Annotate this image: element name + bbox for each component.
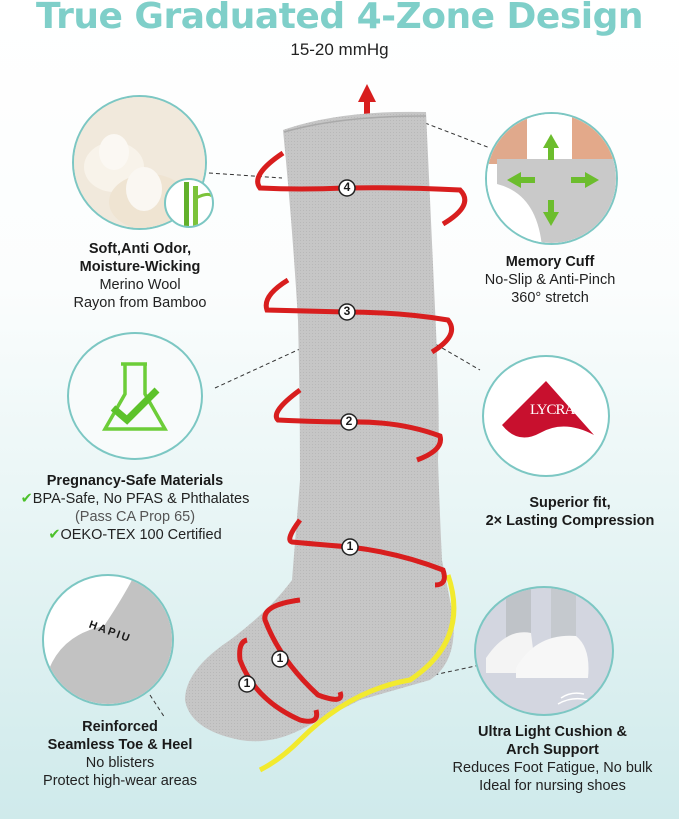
feature-lycra: Superior fit, 2× Lasting Compression [460,494,679,530]
zone-2-badge: 2 [345,414,353,428]
cuff-heading: Memory Cuff [505,254,595,270]
feature-materials: Soft,Anti Odor, Moisture-Wicking Merino … [40,240,240,312]
zone-3-badge: 3 [343,304,351,318]
compression-level: 15-20 mmHg [290,40,389,59]
lycra-logo-icon [502,381,594,438]
safety-badge [67,332,203,460]
toe-heading-2: Seamless Toe & Heel [47,737,193,753]
materials-desc-2: Rayon from Bamboo [73,295,207,311]
toe-desc-2: Protect high-wear areas [43,773,197,789]
zone-1-toe-badge: 1 [243,676,251,690]
leader-lines [149,117,491,719]
safety-item-1: BPA-Safe, No PFAS & Phthalates [32,491,250,507]
merino-wool-photo [72,95,207,230]
nursing-shoes-photo [474,586,614,716]
up-arrow-icon [358,84,376,114]
zone-1-foot-badge: 1 [276,651,284,665]
feature-cushion: Ultra Light Cushion & Arch Support Reduc… [425,723,679,795]
flask-check-icon [101,362,169,431]
feature-safety: Pregnancy-Safe Materials ✔BPA-Safe, No P… [0,472,270,544]
toe-icon [44,576,172,704]
safety-heading: Pregnancy-Safe Materials [46,473,224,489]
cushion-heading-2: Arch Support [506,742,599,758]
safety-item-1-note: (Pass CA Prop 65) [74,509,196,525]
toe-closeup-photo [42,574,174,706]
arch-support-line [258,574,457,773]
cushion-desc-2: Ideal for nursing shoes [479,778,626,794]
zone-4-badge: 4 [343,180,351,194]
cushion-heading-1: Ultra Light Cushion & [477,724,627,740]
bamboo-icon [164,178,214,228]
lycra-logo-text: LYCRA [530,402,575,418]
cushion-desc-1: Reduces Foot Fatigue, No bulk [452,760,653,776]
toe-heading-1: Reinforced [82,719,158,735]
page-title: True Graduated 4-Zone Design [35,0,644,37]
zone-badges [238,179,359,693]
feature-cuff: Memory Cuff No-Slip & Anti-Pinch 360° st… [460,253,640,307]
materials-heading-1: Soft,Anti Odor, [88,241,192,257]
safety-item-2: OEKO-TEX 100 Certified [60,527,222,543]
toe-desc-1: No blisters [85,755,155,771]
zone-1-ankle-badge: 1 [346,539,354,553]
check-icon: ✔ [48,527,61,543]
check-icon: ✔ [20,491,33,507]
feature-toe-heel: Reinforced Seamless Toe & Heel No bliste… [20,718,220,790]
cuff-desc-1: No-Slip & Anti-Pinch [484,272,616,288]
memory-cuff-photo [485,112,618,245]
shoe-icon [486,588,589,705]
lycra-logo-badge [482,355,610,477]
lycra-heading-1: Superior fit, [529,495,611,511]
stretch-arrows-icon [487,114,616,243]
materials-desc-1: Merino Wool [99,277,181,293]
materials-heading-2: Moisture-Wicking [79,259,201,275]
cuff-desc-2: 360° stretch [511,290,589,306]
lycra-heading-2: 2× Lasting Compression [485,513,655,529]
